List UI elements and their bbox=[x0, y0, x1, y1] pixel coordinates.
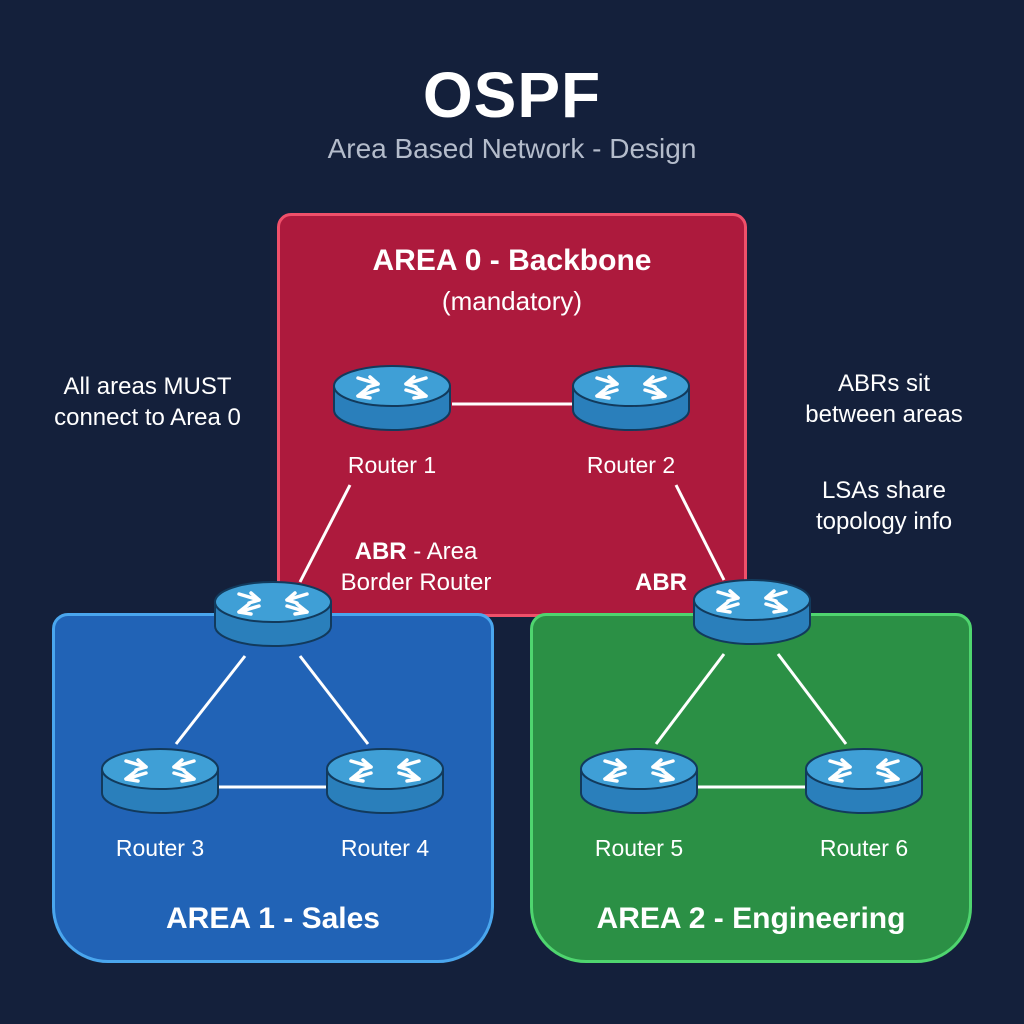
note-right-bottom-line-1: LSAs share bbox=[821, 477, 947, 504]
router-4-label: Router 4 bbox=[340, 835, 430, 861]
router-3-icon[interactable] bbox=[100, 747, 220, 817]
link-r1-abr-left bbox=[298, 484, 352, 583]
router-2-label: Router 2 bbox=[586, 452, 676, 478]
abr-left-router-icon[interactable] bbox=[213, 580, 333, 650]
abr-left-desc-2: Border Router bbox=[340, 569, 492, 596]
router-5-icon[interactable] bbox=[579, 747, 699, 817]
abr-left-label: ABR - Area Border Router bbox=[316, 536, 516, 598]
area-0-note: (mandatory) bbox=[441, 286, 583, 316]
note-abr-position: ABRs sit between areas bbox=[770, 368, 998, 430]
page-title: OSPF bbox=[422, 59, 602, 131]
router-6-label: Router 6 bbox=[819, 835, 909, 861]
router-1-label: Router 1 bbox=[347, 452, 437, 478]
router-6-icon[interactable] bbox=[804, 747, 924, 817]
link-abr-left-r3 bbox=[174, 655, 247, 745]
router-3-label: Router 3 bbox=[115, 835, 205, 861]
note-area0-required: All areas MUST connect to Area 0 bbox=[30, 371, 265, 433]
note-right-top-line-1: ABRs sit bbox=[837, 370, 930, 397]
router-2-icon[interactable] bbox=[571, 364, 691, 434]
abr-right-label: ABR bbox=[635, 569, 687, 596]
area-0-title: AREA 0 - Backbone bbox=[372, 244, 652, 277]
router-1-icon[interactable] bbox=[332, 364, 452, 434]
area-1-title: AREA 1 - Sales bbox=[166, 902, 380, 935]
router-5-label: Router 5 bbox=[594, 835, 684, 861]
note-lsa-share: LSAs share topology info bbox=[770, 475, 998, 537]
note-left-line-2: connect to Area 0 bbox=[54, 404, 241, 431]
note-right-top-line-2: between areas bbox=[805, 401, 963, 428]
link-r2-abr-right bbox=[674, 484, 726, 581]
abr-left-desc-1: - Area bbox=[406, 538, 478, 565]
router-4-icon[interactable] bbox=[325, 747, 445, 817]
abr-right-router-icon[interactable] bbox=[692, 578, 812, 648]
link-abr-right-r6 bbox=[776, 653, 848, 745]
note-left-line-1: All areas MUST bbox=[63, 373, 232, 400]
link-abr-right-r5 bbox=[654, 653, 726, 745]
note-right-bottom-line-2: topology info bbox=[815, 508, 953, 535]
link-abr-left-r4 bbox=[298, 655, 370, 745]
abr-left-abbrev: ABR bbox=[354, 538, 407, 565]
page-subtitle: Area Based Network - Design bbox=[327, 133, 697, 164]
area-2-title: AREA 2 - Engineering bbox=[596, 902, 906, 935]
